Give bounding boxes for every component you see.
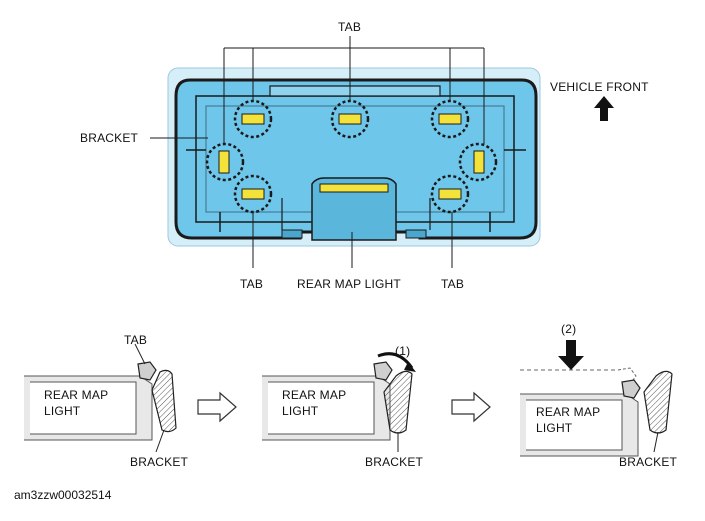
step-1-light-line2: LIGHT [44, 404, 81, 418]
step-1-tab-label: TAB [124, 333, 148, 347]
tab-circle-bottom-right [430, 174, 470, 214]
arrow-right-icon [197, 391, 237, 423]
arrow-down-icon [558, 340, 584, 370]
tab-circle-left [205, 142, 245, 182]
step-1-light-line1: REAR MAP [44, 388, 109, 402]
step-3-light-line2: LIGHT [536, 421, 573, 435]
step-1-bracket-label: BRACKET [130, 455, 189, 469]
step-3-diagram [520, 340, 673, 457]
tab-label-top: TAB [338, 20, 362, 34]
arrow-up-icon [594, 96, 614, 121]
step-2-marker: (1) [395, 344, 411, 358]
tab-label-bottom-left: TAB [240, 277, 264, 291]
step-1-diagram [24, 343, 177, 453]
step-2-light-line1: REAR MAP [282, 388, 347, 402]
step-3-bracket-label: BRACKET [619, 455, 678, 469]
step-2-bracket-label: BRACKET [365, 455, 424, 469]
tab-circle-right [458, 142, 498, 182]
step-2-light-line2: LIGHT [282, 404, 319, 418]
tab-label-bottom-right: TAB [441, 277, 465, 291]
figure-code: am3zzw00032514 [14, 488, 112, 502]
step-3-light-line1: REAR MAP [536, 405, 601, 419]
rear-map-light-label: REAR MAP LIGHT [297, 277, 401, 291]
bracket-label: BRACKET [80, 131, 139, 145]
arrow-right-icon [451, 391, 491, 423]
step-2-diagram [262, 352, 416, 452]
step-3-marker: (2) [561, 322, 577, 336]
tab-markers [205, 99, 498, 214]
vehicle-front-label: VEHICLE FRONT [550, 80, 649, 94]
leader-lines [150, 36, 485, 268]
